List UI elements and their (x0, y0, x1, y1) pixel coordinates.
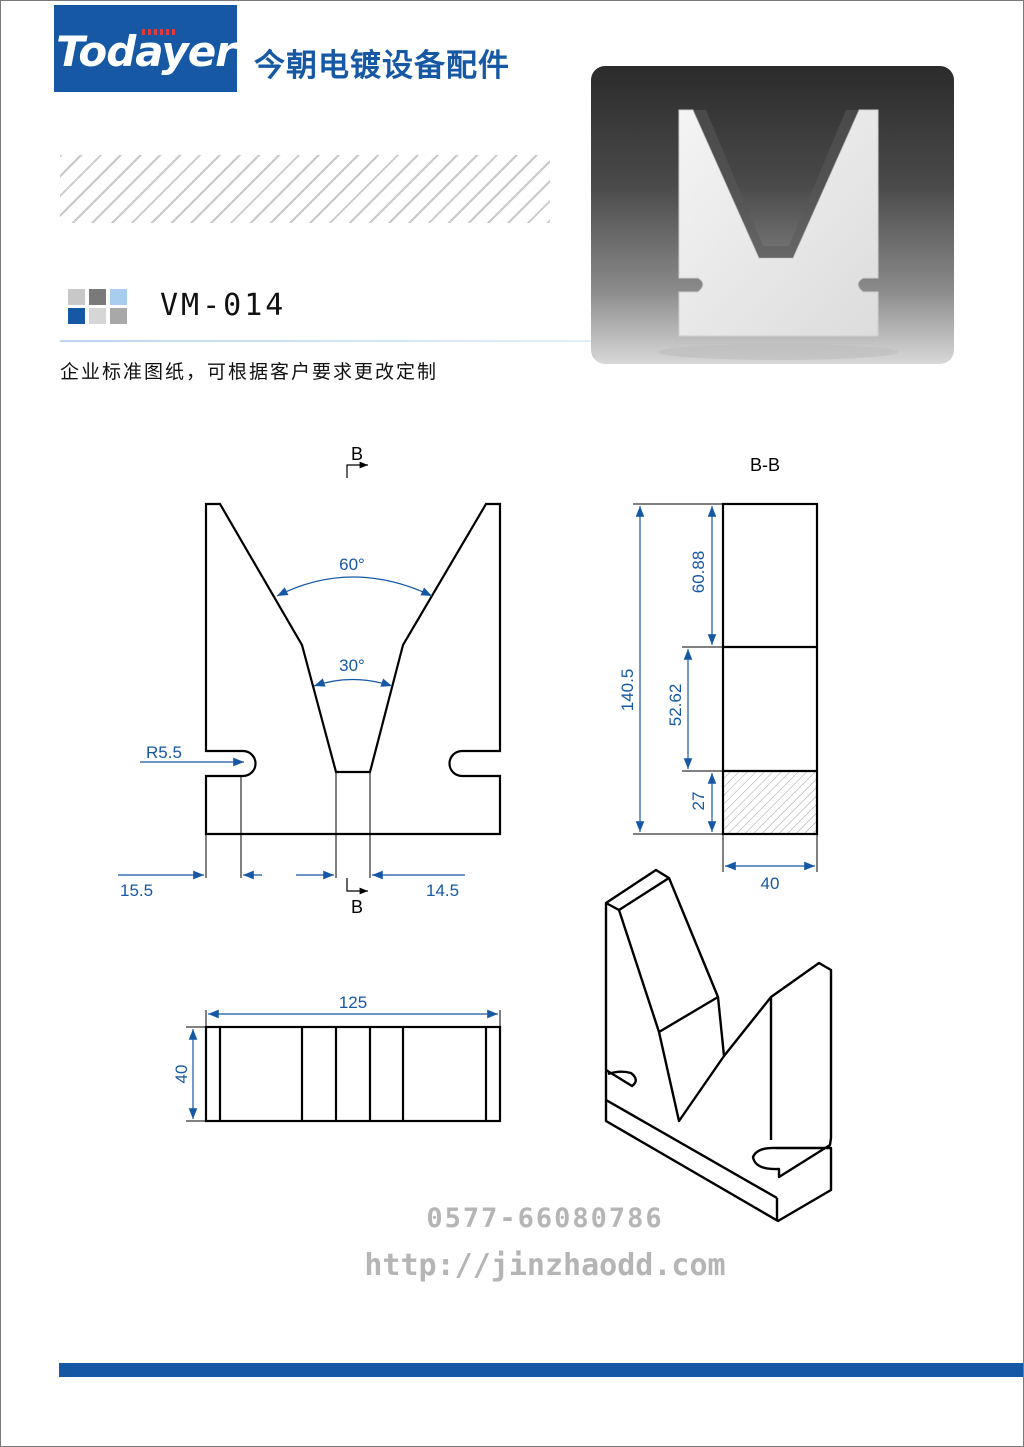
isometric-view (604, 868, 833, 1223)
dim-right-label: 14.5 (426, 881, 459, 900)
swatch (68, 308, 85, 324)
dim-lower-label: 27 (689, 792, 708, 811)
logo-accent-icon (142, 29, 178, 35)
section-mark-bottom: B (351, 897, 363, 917)
decorative-hatch (60, 155, 550, 223)
dim-thickness-label: 40 (761, 874, 780, 893)
dim-upper-label: 60.88 (689, 551, 708, 594)
header-rule (60, 340, 600, 342)
dim-length-label: 125 (339, 993, 367, 1012)
section-title: B-B (750, 455, 780, 475)
angle-outer-label: 60° (339, 555, 365, 574)
plan-view (204, 1025, 502, 1123)
dim-middle-label: 52.62 (666, 684, 685, 727)
color-swatches (68, 289, 128, 325)
swatch (110, 308, 127, 324)
logo-text: Todayer (56, 27, 236, 76)
dim-height-plan-label: 40 (172, 1065, 191, 1084)
contact-website[interactable]: http://jinzhaodd.com (364, 1248, 726, 1283)
contact-phone: 0577-66080786 (426, 1203, 664, 1234)
drawing-note: 企业标准图纸，可根据客户要求更改定制 (60, 361, 439, 383)
angle-inner-label: 30° (339, 656, 365, 675)
swatch (68, 289, 85, 305)
swatch (89, 308, 106, 324)
model-number: VM-014 (160, 288, 287, 323)
company-name: 今朝电镀设备配件 (254, 48, 510, 84)
v-block-photo-shape (678, 109, 879, 337)
dim-total-height-label: 140.5 (618, 669, 637, 712)
front-view (204, 502, 502, 836)
section-mark-top: B (351, 444, 363, 464)
product-photo (591, 66, 954, 364)
brand-logo: Todayer (54, 5, 237, 92)
footer-bar (59, 1363, 1023, 1377)
dim-left-label: 15.5 (120, 881, 153, 900)
swatch (89, 289, 106, 305)
swatch (110, 289, 127, 305)
section-view (721, 502, 819, 836)
radius-label: R5.5 (146, 743, 182, 762)
